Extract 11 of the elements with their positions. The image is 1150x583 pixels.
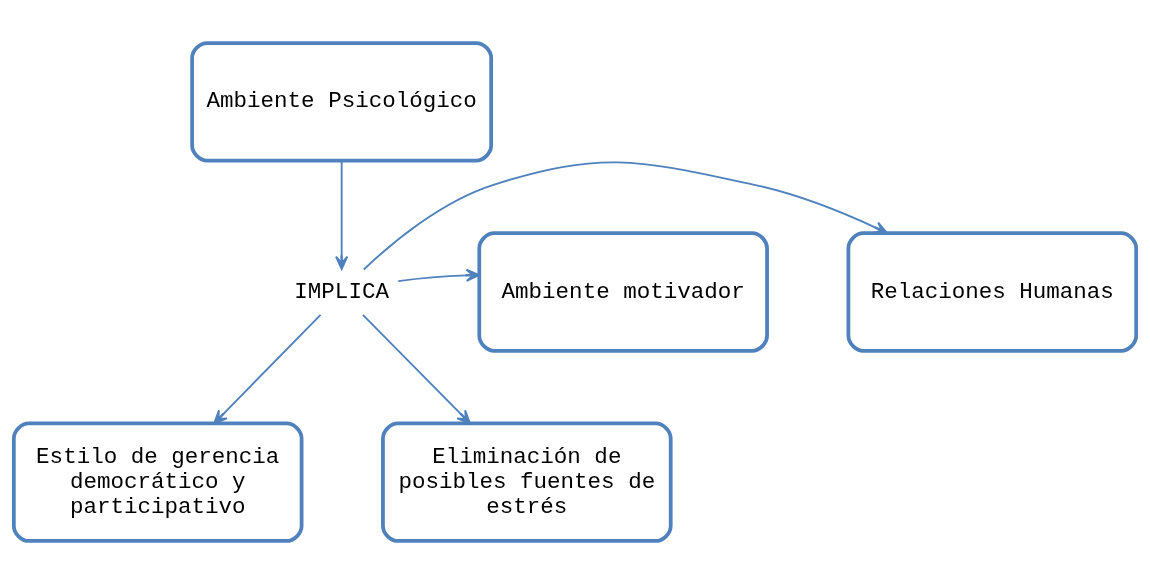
- node-box: Relaciones Humanas: [846, 230, 1139, 353]
- node-box: Ambiente motivador: [477, 230, 769, 353]
- arrow: [213, 313, 322, 424]
- node-text: IMPLICA: [294, 278, 389, 305]
- arrow: [335, 159, 349, 270]
- arrow: [362, 161, 889, 270]
- arrow: [397, 268, 481, 282]
- node-box: Eliminación de posibles fuentes de estrés: [381, 421, 673, 543]
- arrow: [361, 313, 471, 424]
- node-box: Ambiente Psicológico: [190, 40, 494, 162]
- node-box: Estilo de gerencia democrático y participativo: [11, 421, 304, 543]
